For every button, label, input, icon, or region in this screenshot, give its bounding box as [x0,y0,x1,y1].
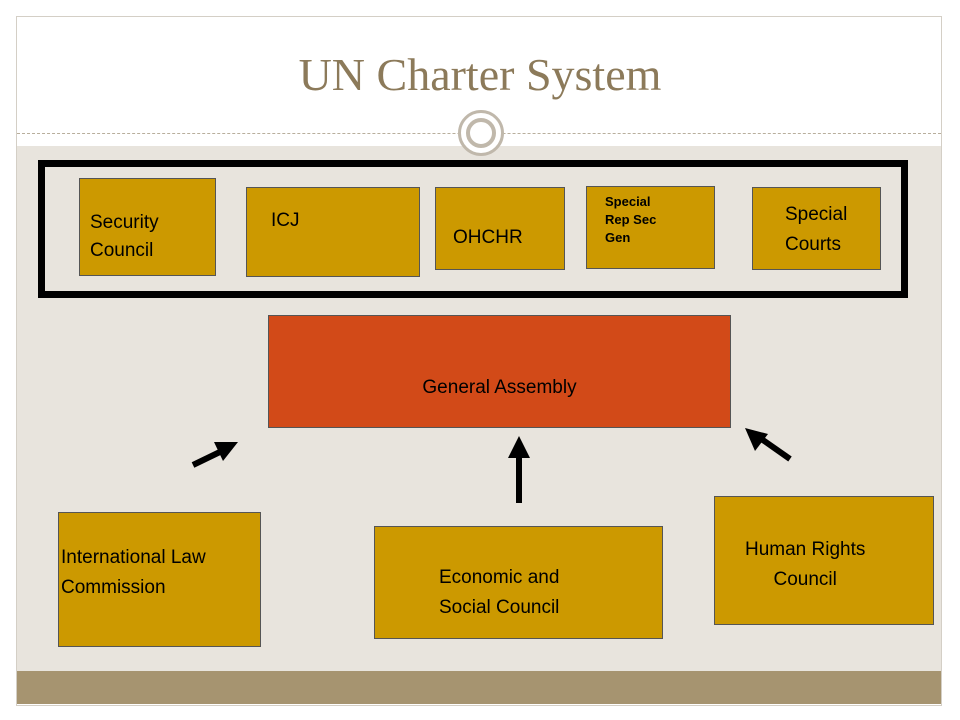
top-bodies-group-frame [38,160,908,298]
security-council-label: Security Council [90,212,159,261]
icj-label: ICJ [271,210,300,231]
security-council-box: Security Council [79,178,216,276]
ecosoc-box: Economic and Social Council [374,526,663,639]
ohchr-box: OHCHR [435,187,565,270]
special-courts-box: Special Courts [752,187,881,270]
human-rights-council-label: Human Rights Council [745,539,866,590]
arrow-ecosoc-to-assembly-icon [508,436,530,503]
icj-box: ICJ [246,187,420,277]
circle-ornament-icon [458,110,504,156]
footer-bar [17,671,941,704]
ecosoc-label: Economic and Social Council [439,567,560,618]
international-law-commission-label: International Law Commission [61,547,206,598]
international-law-commission-box: International Law Commission [58,512,261,647]
special-rep-label: Special Rep Sec Gen [605,194,657,245]
slide-title: UN Charter System [298,49,662,100]
arrow-hrc-to-assembly-icon [745,428,792,462]
general-assembly-box: General Assembly [268,315,731,428]
special-courts-label: Special Courts [785,204,848,255]
special-rep-box: Special Rep Sec Gen [586,186,715,269]
human-rights-council-box: Human Rights Council [714,496,934,625]
ohchr-label: OHCHR [453,227,523,248]
general-assembly-label: General Assembly [422,377,577,398]
arrow-ilc-to-assembly-icon [191,442,238,468]
